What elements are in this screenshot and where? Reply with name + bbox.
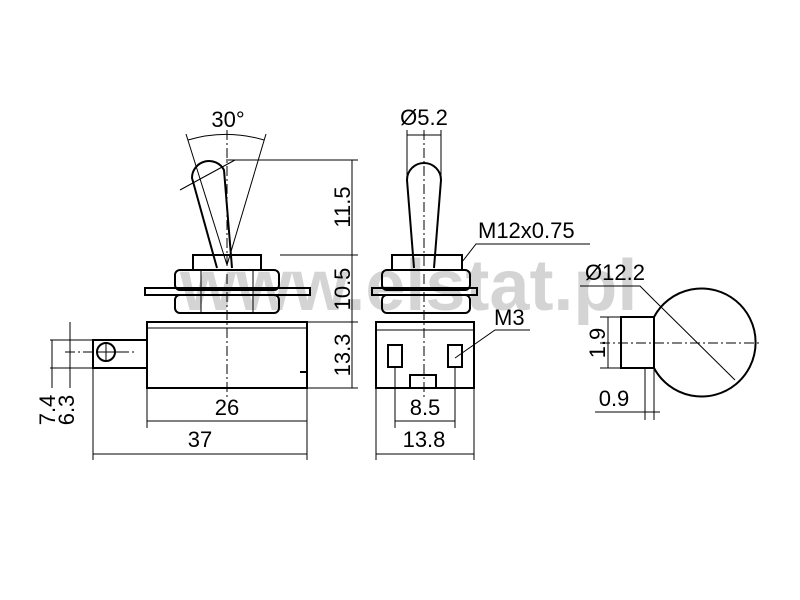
- side-nut-upper: [381, 269, 471, 291]
- front-body-notch: [300, 371, 308, 388]
- leader-screw: [454, 329, 530, 359]
- dim-body-height: 13.3: [330, 334, 355, 377]
- dim-terminal-spacing: 8.5: [410, 395, 441, 420]
- dim-lever-height: 11.5: [330, 186, 355, 227]
- dim-screw: M3: [494, 305, 525, 330]
- angle-line-right: [226, 133, 267, 266]
- dim-angle: 30°: [211, 107, 244, 132]
- dim-plate-diameter: Ø12.2: [585, 260, 645, 285]
- leader-thread: [461, 243, 590, 263]
- plate-diameter-line: [654, 300, 736, 381]
- dim-bushing-height: 10.5: [330, 268, 355, 311]
- front-terminal: [92, 339, 148, 369]
- angle-arc: [187, 133, 265, 141]
- leader-plate-dia: [580, 285, 656, 302]
- angle-line-left: [185, 133, 228, 266]
- dim-overall-width: 37: [188, 427, 212, 452]
- dim-terminal-offset-a: 7.4: [35, 395, 60, 426]
- side-view: Ø5.2 M12x0.75 M3 8.5 13.8: [371, 105, 590, 460]
- dim-key-height: 1.9: [585, 328, 610, 359]
- dim-thread: M12x0.75: [478, 218, 575, 243]
- side-terminal-right: [447, 344, 463, 368]
- plate-view: Ø12.2 1.9 0.9: [580, 260, 760, 420]
- side-foot: [409, 374, 437, 389]
- dim-body-depth: 13.8: [403, 427, 446, 452]
- lever-center-mark: [179, 159, 236, 191]
- side-terminal-left: [387, 344, 403, 368]
- front-view: 11.5 10.5 13.3 7.4 6.3 26 37 30°: [35, 107, 358, 460]
- dim-lever-diameter: Ø5.2: [400, 105, 448, 130]
- plate-circle: [653, 287, 757, 398]
- dim-key-width: 0.9: [599, 386, 630, 411]
- dim-terminal-offset-b: 6.3: [54, 395, 79, 426]
- dim-body-width: 26: [215, 395, 239, 420]
